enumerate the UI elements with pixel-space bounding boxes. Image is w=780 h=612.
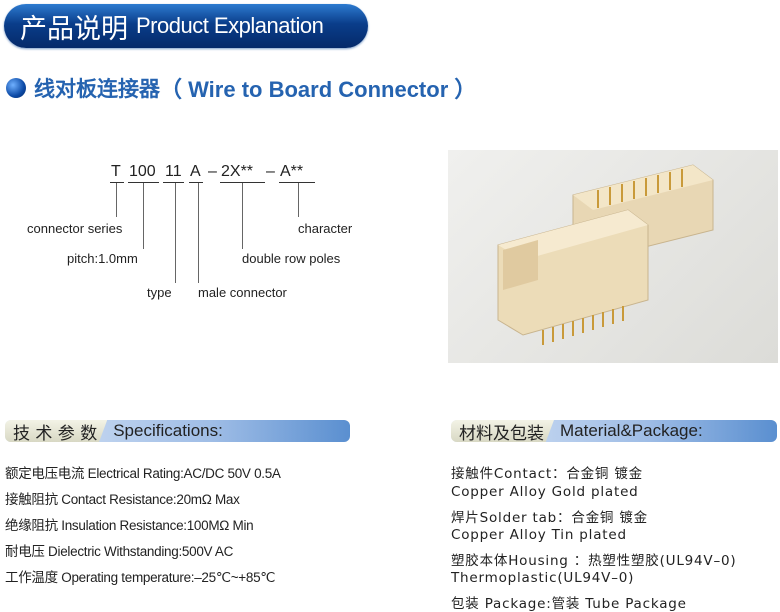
- material-item: 焊片Solder tab：合金铜 镀金: [451, 510, 648, 526]
- material-item: Copper Alloy Gold plated: [451, 484, 639, 500]
- label-male-connector: male connector: [198, 285, 287, 300]
- material-item: Thermoplastic(UL94V–0): [451, 570, 635, 586]
- spec-item: 工作温度 Operating temperature:–25℃~+85℃: [5, 570, 276, 585]
- label-connector-series: connector series: [27, 221, 123, 236]
- connector-product-photo: [448, 150, 778, 363]
- material-item: 接触件Contact：合金铜 镀金: [451, 466, 643, 482]
- bullet-ball-icon: [6, 78, 26, 98]
- product-explanation-banner: 产品说明 Product Explanation: [4, 4, 368, 48]
- code-male: A: [190, 163, 201, 180]
- subtitle-cn: 线对板连接器: [34, 77, 160, 101]
- banner-title-cn: 产品说明: [20, 13, 128, 45]
- label-type: type: [147, 285, 172, 300]
- code-dash: –: [208, 163, 217, 180]
- spec-item: 接触阻抗 Contact Resistance:20mΩ Max: [5, 492, 240, 507]
- spec-item: 额定电压电流 Electrical Rating:AC/DC 50V 0.5A: [5, 466, 281, 481]
- code-dash: –: [266, 163, 275, 180]
- label-double-row-poles: double row poles: [242, 251, 341, 266]
- material-package-header: 材料及包装 Material&Package:: [451, 420, 777, 442]
- specifications-header: 技 术 参 数 Specifications:: [5, 420, 350, 442]
- code-poles: 2X**: [221, 163, 254, 180]
- spec-item: 绝缘阻抗 Insulation Resistance:100MΩ Min: [5, 518, 254, 533]
- code-series: T: [111, 163, 121, 180]
- code-type: 11: [165, 163, 182, 180]
- code-character: A**: [280, 163, 304, 180]
- specifications-header-en: Specifications:: [113, 421, 223, 440]
- label-character: character: [298, 221, 353, 236]
- spec-item: 耐电压 Dielectric Withstanding:500V AC: [5, 544, 234, 559]
- material-header-en: Material&Package:: [560, 421, 703, 440]
- label-pitch: pitch:1.0mm: [67, 251, 138, 266]
- material-item: Copper Alloy Tin plated: [451, 527, 627, 543]
- code-pitch: 100: [129, 163, 156, 180]
- material-item: 包装 Package:管装 Tube Package: [451, 596, 687, 612]
- material-header-cn: 材料及包装: [451, 420, 554, 442]
- subtitle-en: （ Wire to Board Connector ）: [160, 77, 477, 102]
- product-subtitle: 线对板连接器 （ Wire to Board Connector ）: [6, 72, 476, 104]
- material-item: 塑胶本体Housing ：热塑性塑胶(UL94V–0): [451, 553, 737, 569]
- part-number-diagram: T 100 11 A – 2X** – A** connector series…: [0, 150, 400, 310]
- specifications-header-cn: 技 术 参 数: [5, 420, 108, 442]
- banner-title-en: Product Explanation: [136, 13, 324, 38]
